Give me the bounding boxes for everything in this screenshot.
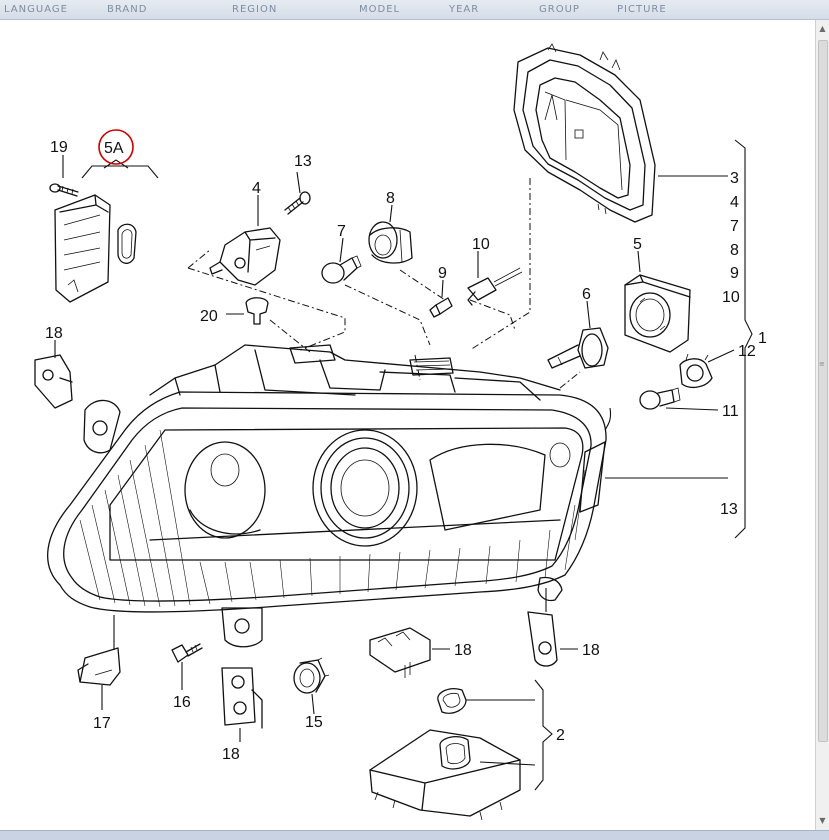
part-18-bracket-right [527, 611, 558, 667]
scroll-up-arrow-icon[interactable]: ▲ [819, 24, 826, 33]
part-7-bulb [321, 255, 362, 284]
part-6-bulb [547, 327, 609, 369]
callout-9-list[interactable]: 9 [730, 265, 739, 282]
callout-7[interactable]: 7 [337, 223, 346, 240]
part-18-bracket-bottom [221, 667, 263, 729]
callout-8[interactable]: 8 [386, 190, 395, 207]
part-15-grommet [293, 657, 330, 694]
vertical-scrollbar[interactable]: ▲ ≡ ▼ [815, 20, 829, 830]
callout-11[interactable]: 11 [722, 403, 739, 420]
callout-2[interactable]: 2 [556, 727, 565, 744]
part-3-cover-frame [513, 43, 656, 223]
callout-10[interactable]: 10 [472, 236, 490, 253]
callout-18-right[interactable]: 18 [582, 642, 600, 659]
callout-5a[interactable]: 5A [104, 140, 124, 157]
nav-model[interactable]: MODEL [359, 4, 401, 15]
part-16-screw [171, 643, 203, 663]
part-20-plug [245, 297, 269, 325]
callout-17[interactable]: 17 [93, 715, 111, 732]
diagram-viewport: 19 5A 4 13 8 7 10 9 5 6 20 18 12 11 13 3… [0, 20, 815, 830]
part-4-adjuster-motor [209, 227, 281, 286]
top-navigation-bar: LANGUAGE BRAND REGION MODEL YEAR GROUP P… [0, 0, 829, 20]
part-17-clip [77, 647, 121, 686]
callout-16[interactable]: 16 [173, 694, 191, 711]
leader-lines [54, 155, 735, 766]
part-5a-control-module [54, 194, 137, 303]
callout-3[interactable]: 3 [730, 170, 739, 187]
nav-language[interactable]: LANGUAGE [4, 4, 68, 15]
scrollbar-grip-icon: ≡ [819, 360, 825, 368]
callout-15[interactable]: 15 [305, 714, 323, 731]
callout-4[interactable]: 4 [252, 180, 261, 197]
callout-10-list[interactable]: 10 [722, 289, 740, 306]
nav-picture[interactable]: PICTURE [617, 4, 667, 15]
headlamp-housing [47, 344, 607, 648]
part-13-screw [284, 191, 311, 215]
bottom-status-bar [0, 830, 829, 840]
callout-1[interactable]: 1 [758, 330, 767, 347]
part-9-small-bulb [429, 297, 453, 318]
callout-18-left[interactable]: 18 [45, 325, 63, 342]
part-5-cover-cap [624, 274, 691, 353]
scrollbar-thumb[interactable] [818, 40, 828, 742]
part-2-ballast-unit [369, 688, 521, 821]
callout-5[interactable]: 5 [633, 236, 642, 253]
headlight-parts-diagram: 19 5A 4 13 8 7 10 9 5 6 20 18 12 11 13 3… [34, 43, 767, 821]
callout-13-top[interactable]: 13 [294, 153, 312, 170]
callout-19[interactable]: 19 [50, 139, 68, 156]
callout-4-list[interactable]: 4 [730, 194, 739, 211]
part-8-bulb-socket [368, 221, 413, 264]
callout-18-bottom[interactable]: 18 [222, 746, 240, 763]
highlight-circle-5a [98, 129, 134, 165]
nav-group[interactable]: GROUP [539, 4, 580, 15]
callout-labels: 19 5A 4 13 8 7 10 9 5 6 20 18 12 11 13 3… [45, 139, 767, 763]
callout-20[interactable]: 20 [200, 308, 218, 325]
part-18-bracket-left [34, 354, 73, 409]
callout-6[interactable]: 6 [582, 286, 591, 303]
nav-region[interactable]: REGION [232, 4, 278, 15]
assembly-lines [187, 178, 581, 389]
callout-8-list[interactable]: 8 [730, 242, 739, 259]
part-10-bulb-with-wire [467, 267, 523, 306]
callout-9[interactable]: 9 [438, 265, 447, 282]
part-19-screw [49, 183, 79, 197]
nav-year[interactable]: YEAR [449, 4, 480, 15]
callout-13-right[interactable]: 13 [720, 501, 738, 518]
part-18-relay-board [369, 627, 431, 678]
callout-12[interactable]: 12 [738, 343, 756, 360]
callout-18-relay[interactable]: 18 [454, 642, 472, 659]
nav-brand[interactable]: BRAND [107, 4, 148, 15]
part-12-bulb-holder [679, 353, 713, 389]
part-11-bulb [639, 387, 681, 410]
scroll-down-arrow-icon[interactable]: ▼ [819, 816, 826, 825]
callout-7-list[interactable]: 7 [730, 218, 739, 235]
group-braces [81, 139, 753, 791]
